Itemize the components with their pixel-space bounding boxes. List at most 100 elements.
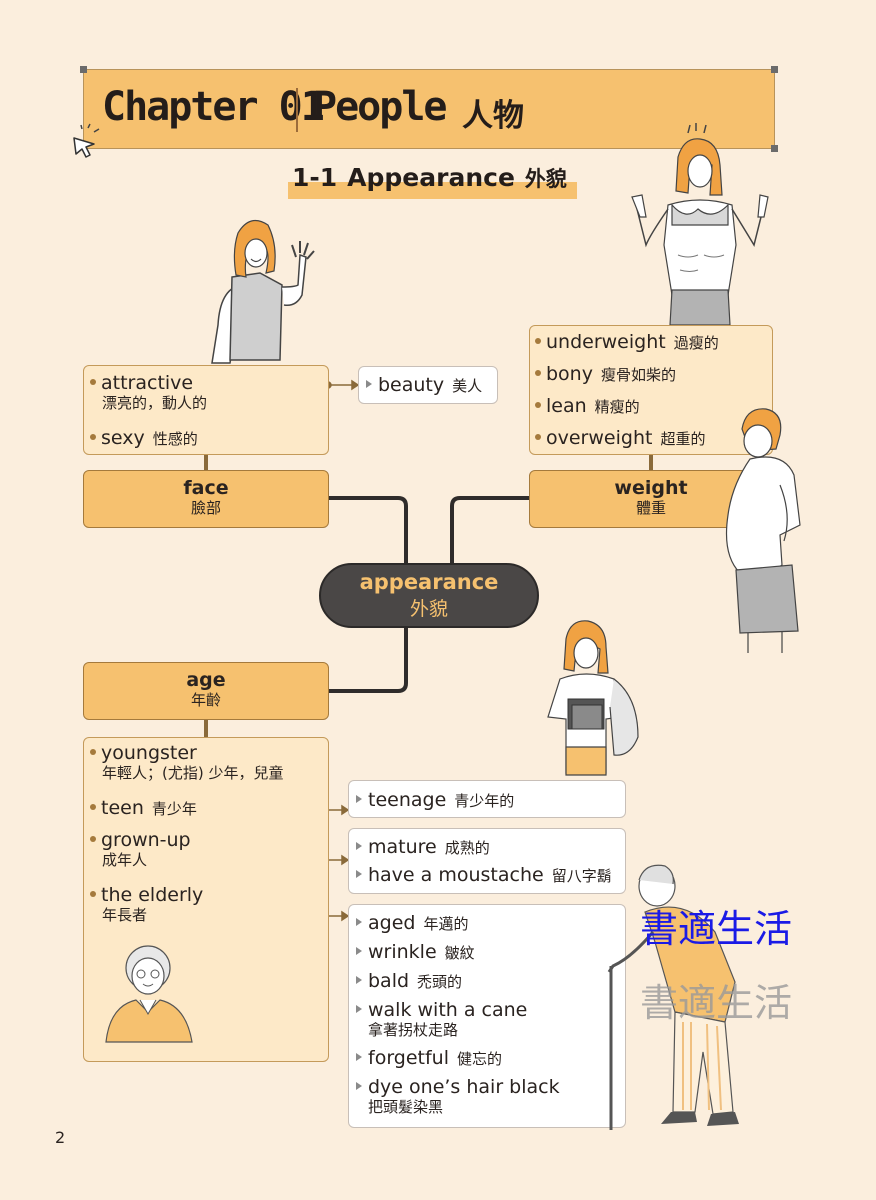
word-zh: 年長者 — [102, 906, 148, 924]
word-en: youngster — [101, 742, 197, 764]
word-sexy: sexy 性感的 — [90, 427, 198, 449]
word-forgetful: forgetful 健忘的 — [356, 1047, 502, 1069]
word-en: grown-up — [101, 829, 191, 851]
appearance-hub: appearance 外貌 — [319, 563, 539, 628]
triangle-bullet-icon — [356, 1081, 362, 1090]
word-grown-up: grown-up 成年人 — [90, 829, 191, 869]
weight-words-box — [529, 325, 773, 455]
word-zh: 健忘的 — [457, 1050, 503, 1068]
bullet-icon — [90, 378, 96, 385]
word-en: overweight — [546, 427, 653, 449]
bullet-icon — [535, 433, 541, 440]
word-zh: 年邁的 — [423, 915, 469, 933]
triangle-bullet-icon — [356, 946, 362, 955]
word-en: aged — [368, 912, 416, 934]
section-title-en: Appearance — [347, 163, 515, 192]
triangle-bullet-icon — [356, 841, 362, 850]
triangle-bullet-icon — [356, 917, 362, 926]
category-zh: 體重 — [635, 499, 666, 517]
chapter-header-bar — [83, 69, 775, 149]
triangle-bullet-icon — [366, 379, 372, 388]
word-en: the elderly — [101, 884, 204, 906]
word-zh: 成年人 — [102, 851, 148, 869]
face-category: face 臉部 — [83, 470, 329, 528]
word-en: sexy — [101, 427, 145, 449]
word-en: teen — [101, 797, 144, 819]
word-overweight: overweight 超重的 — [535, 427, 705, 449]
word-zh: 過瘦的 — [673, 334, 719, 352]
word-en: wrinkle — [368, 941, 437, 963]
word-aged: aged 年邁的 — [356, 912, 468, 934]
word-en: attractive — [101, 372, 194, 394]
word-zh: 青少年的 — [454, 792, 515, 810]
overweight-man-illustration — [725, 408, 801, 653]
section-number: 1-1 — [292, 163, 338, 192]
word-zh: 瘦骨如柴的 — [600, 366, 676, 384]
word-en: forgetful — [368, 1047, 450, 1069]
bullet-icon — [90, 433, 96, 440]
section-highlight — [288, 182, 577, 199]
header-corner — [771, 145, 778, 152]
word-en: bony — [546, 363, 593, 385]
bullet-icon — [90, 835, 96, 842]
word-en: walk with a cane — [368, 999, 528, 1021]
triangle-bullet-icon — [356, 975, 362, 984]
hub-zh: 外貌 — [409, 598, 448, 620]
face-words-box — [83, 365, 329, 455]
word-zh: 超重的 — [660, 430, 706, 448]
word-zh: 禿頭的 — [417, 973, 463, 991]
hub-en: appearance — [359, 570, 499, 594]
word-en: have a moustache — [368, 864, 544, 886]
bullet-icon — [90, 803, 96, 810]
bullet-icon — [90, 748, 96, 755]
teenage-box — [348, 780, 626, 818]
chapter-number: Chapter 01 — [102, 84, 325, 130]
word-en: dye one’s hair black — [368, 1076, 560, 1098]
chapter-title-zh: 人物 — [462, 98, 524, 134]
triangle-bullet-icon — [356, 869, 362, 878]
grandmother-illustration — [105, 945, 193, 1043]
grown-up-related-box — [348, 828, 626, 894]
bullet-icon — [535, 369, 541, 376]
cursor-icon — [73, 123, 100, 158]
category-en: age — [186, 669, 226, 691]
category-zh: 年齡 — [190, 691, 221, 709]
word-dye-ones-hair-black: dye one’s hair black 把頭髮染黑 — [356, 1076, 560, 1116]
header-divider — [296, 88, 298, 132]
student-girl-illustration — [547, 620, 639, 776]
age-category: age 年齡 — [83, 662, 329, 720]
elderly-related-box — [348, 904, 626, 1128]
word-bony: bony 瘦骨如柴的 — [535, 363, 676, 385]
word-walk-with-a-cane: walk with a cane 拿著拐杖走路 — [356, 999, 527, 1039]
category-en: weight — [614, 477, 688, 499]
bullet-icon — [90, 890, 96, 897]
word-youngster: youngster 年輕人；(尤指) 少年，兒童 — [90, 742, 283, 782]
word-en: lean — [546, 395, 587, 417]
word-en: underweight — [546, 331, 666, 353]
triangle-bullet-icon — [356, 1052, 362, 1061]
word-zh: 把頭髮染黑 — [368, 1098, 444, 1116]
chapter-title: People — [313, 84, 447, 130]
triangle-bullet-icon — [356, 1004, 362, 1013]
word-the-elderly: the elderly 年長者 — [90, 884, 203, 924]
word-en: bald — [368, 970, 410, 992]
watermark-text-shadow: 書適生活 — [640, 981, 793, 1025]
old-man-with-cane-illustration — [607, 864, 739, 1130]
word-underweight: underweight 過瘦的 — [535, 331, 719, 353]
word-zh: 性感的 — [152, 430, 198, 448]
bullet-icon — [535, 401, 541, 408]
word-en: mature — [368, 836, 437, 858]
waving-woman-illustration — [211, 219, 315, 364]
word-zh: 漂亮的，動人的 — [102, 394, 208, 412]
bullet-icon — [535, 337, 541, 344]
category-en: face — [183, 477, 229, 499]
triangle-bullet-icon — [356, 794, 362, 803]
page-number: 2 — [55, 1128, 66, 1147]
word-zh: 年輕人；(尤指) 少年，兒童 — [102, 764, 284, 782]
